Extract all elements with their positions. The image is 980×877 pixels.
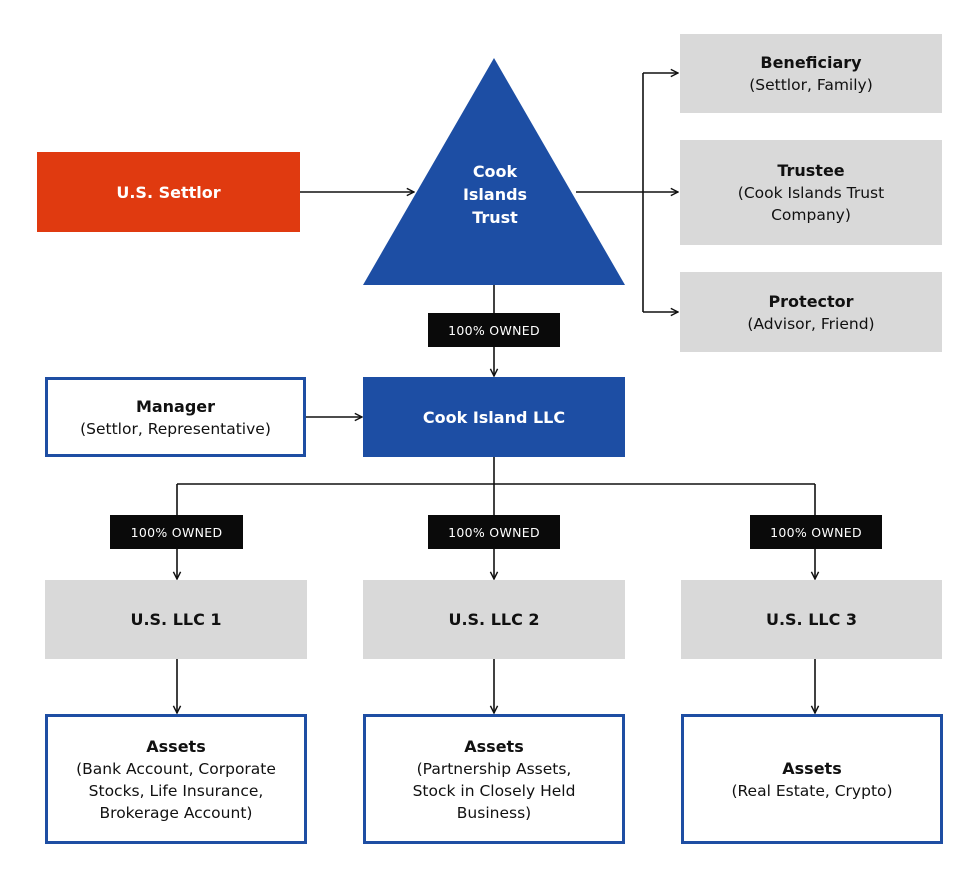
assets-1-title: Assets [146,736,206,756]
trustee-subtitle-line: Company) [771,206,851,224]
trustee-subtitle-line: (Cook Islands Trust [737,184,885,202]
us-llc-3-title: U.S. LLC 3 [765,610,858,629]
assets-3-box: Assets (Real Estate, Crypto) [681,714,943,844]
assets-2-box: Assets (Partnership Assets, Stock in Clo… [363,714,625,844]
assets-1-line: (Bank Account, Corporate [76,759,276,778]
assets-1-box: Assets (Bank Account, Corporate Stocks, … [45,714,307,844]
trust-title-line: Islands [462,185,528,204]
trust-triangle [363,58,625,285]
us-llc-3-box: U.S. LLC 3 [681,580,942,659]
assets-2-line: Stock in Closely Held [412,781,576,800]
beneficiary-title: Beneficiary [760,53,862,72]
us-llc-1-box: U.S. LLC 1 [45,580,307,659]
ownership-tag-trust: 100% OWNED [428,313,560,347]
assets-3-line: (Real Estate, Crypto) [731,781,893,800]
cook-island-llc-title: Cook Island LLC [422,407,566,427]
protector-subtitle: (Advisor, Friend) [747,314,875,333]
beneficiary-box: Beneficiary (Settlor, Family) [680,34,942,113]
assets-2-line: Business) [456,803,532,822]
ownership-tag-llc-3: 100% OWNED [750,515,882,549]
assets-1-line: Brokerage Account) [99,803,253,822]
trust-title-line: Cook [472,162,518,181]
beneficiary-subtitle: (Settlor, Family) [749,76,873,94]
settlor-box: U.S. Settlor [37,152,300,232]
cook-island-llc-box: Cook Island LLC [363,377,625,457]
us-llc-1-title: U.S. LLC 1 [130,610,222,629]
protector-box: Protector (Advisor, Friend) [680,272,942,352]
assets-2-title: Assets [464,736,524,756]
settlor-title: U.S. Settlor [116,182,221,202]
trustee-title: Trustee [777,161,845,180]
assets-1-line: Stocks, Life Insurance, [88,781,264,800]
manager-subtitle: (Settlor, Representative) [80,419,271,438]
us-llc-2-title: U.S. LLC 2 [448,610,540,629]
trust-title-line: Trust [472,208,518,227]
trustee-box: Trustee (Cook Islands Trust Company) [680,140,942,245]
manager-title: Manager [135,396,216,416]
assets-3-title: Assets [782,758,842,778]
us-llc-2-box: U.S. LLC 2 [363,580,625,659]
ownership-tag-llc-2: 100% OWNED [428,515,560,549]
ownership-tag-llc-1: 100% OWNED [110,515,243,549]
assets-2-line: (Partnership Assets, [416,759,572,778]
manager-box: Manager (Settlor, Representative) [45,377,306,457]
protector-title: Protector [768,291,854,311]
trust-title: Cook Islands Trust [428,160,562,229]
